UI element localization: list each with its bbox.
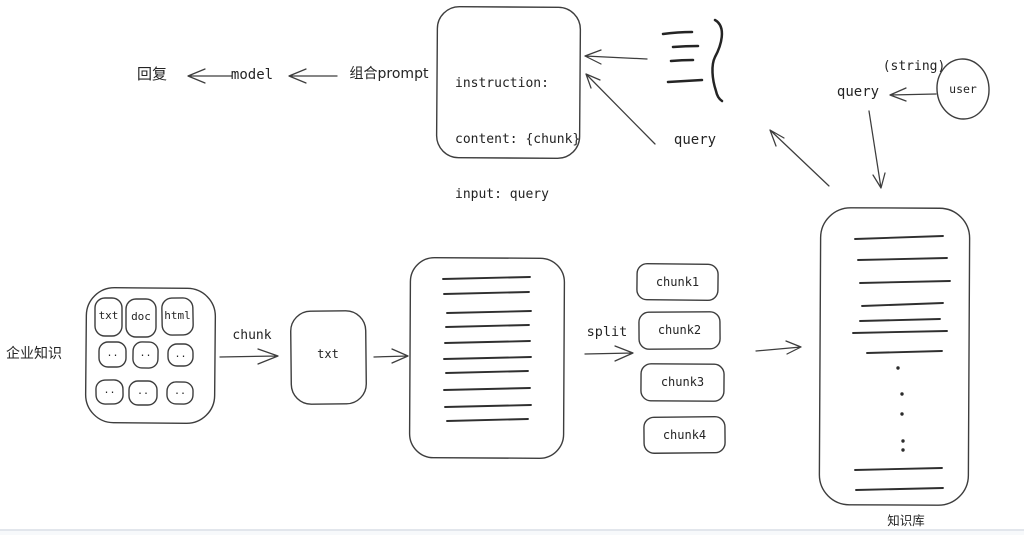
three-lines-with-brace-icon	[663, 20, 722, 101]
user-label: user	[949, 82, 977, 96]
file-dots-label: ..	[174, 349, 187, 360]
chunk-boxes	[637, 264, 725, 454]
chunk3-label: chunk3	[660, 375, 705, 389]
prompt-line-instruction: instruction:	[455, 76, 549, 91]
prompt-box-shape	[436, 7, 580, 159]
prompt-box-text: instruction: content: {chunk} input: que…	[455, 38, 580, 242]
arrow-prompt-to-model	[289, 69, 337, 83]
file-dots-label: ..	[103, 385, 116, 396]
knowledge-base-box	[819, 208, 970, 506]
reply-label: 回复	[136, 65, 167, 83]
arrow-chunks-to-kb	[756, 341, 801, 354]
user-circle-icon	[935, 57, 991, 120]
txt-box-shape	[291, 311, 367, 405]
chunk2-label: chunk2	[657, 323, 702, 337]
arrow-kb-to-query	[770, 130, 829, 186]
document-box	[409, 258, 564, 459]
file-dots-label: ..	[136, 386, 150, 397]
arrow-user-to-query	[890, 88, 936, 101]
prompt-line-input: input: query	[455, 187, 549, 202]
query-to-prompt-label: query	[673, 132, 717, 148]
arrow-chunk	[220, 349, 278, 364]
arrow-doodle-to-prompt	[585, 50, 647, 64]
arrow-query-to-kb	[869, 111, 885, 188]
file-html-label: html	[164, 309, 191, 322]
compose-prompt-label: 组合prompt	[349, 66, 429, 82]
file-dots-label: ..	[106, 348, 119, 359]
arrow-split	[585, 346, 633, 361]
arrow-model-to-reply	[188, 69, 232, 83]
model-label: model	[230, 67, 274, 83]
enterprise-knowledge-label: 企业知识	[6, 346, 62, 362]
prompt-line-content: content: {chunk}	[455, 131, 581, 147]
knowledge-base-label: 知识库	[887, 513, 925, 528]
txt-box-label: txt	[317, 347, 339, 361]
split-arrow-label: split	[586, 324, 628, 340]
chunk1-label: chunk1	[655, 275, 700, 289]
file-dots-label: ..	[139, 348, 152, 359]
chunk-arrow-label: chunk	[232, 328, 272, 343]
arrow-txt-to-doc	[374, 349, 408, 363]
arrow-query-to-prompt	[586, 74, 655, 144]
file-txt-label: txt	[98, 309, 119, 322]
query-from-user-label: query	[836, 84, 880, 100]
footer-strip	[0, 529, 1024, 535]
enterprise-knowledge-box	[85, 287, 215, 423]
file-doc-label: doc	[131, 310, 151, 323]
string-annotation-label: (string)	[882, 59, 946, 74]
chunk4-label: chunk4	[662, 428, 707, 442]
file-dots-label: ..	[173, 386, 187, 397]
